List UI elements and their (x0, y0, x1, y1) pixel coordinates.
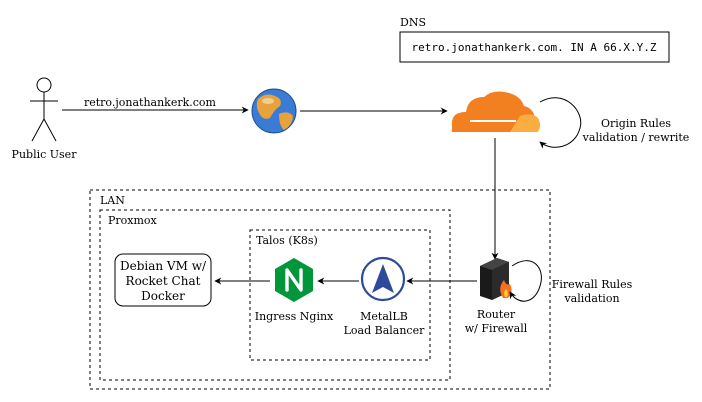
talos-container (249, 229, 431, 361)
metallb-line2: Load Balancer (344, 324, 425, 337)
metallb-line1: MetalLB (360, 310, 408, 323)
router-line1: Router (477, 308, 516, 321)
edge-firewall-loop (509, 260, 542, 302)
dns-title: DNS (400, 16, 426, 29)
lan-label: LAN (100, 194, 125, 207)
nginx-icon (275, 258, 313, 302)
proxmox-label: Proxmox (108, 214, 158, 227)
edge-origin-loop (539, 97, 582, 149)
origin-rules-line1: Origin Rules (601, 117, 671, 130)
lan-container (89, 189, 551, 390)
ingress-label: Ingress Nginx (255, 310, 334, 323)
globe-icon (251, 88, 297, 134)
url-label: retro.jonathankerk.com (84, 96, 217, 109)
talos-label: Talos (K8s) (256, 234, 318, 247)
router-line2: w/ Firewall (465, 322, 528, 335)
proxmox-container (99, 209, 451, 381)
vm-line1: Debian VM w/ (120, 259, 207, 273)
firewall-rules-line2: validation (563, 292, 619, 305)
vm-line2: Rocket Chat (126, 274, 201, 288)
public-user-label: Public User (12, 148, 78, 161)
vm-line3: Docker (141, 289, 185, 303)
origin-rules-line2: validation / rewrite (582, 131, 690, 144)
dns-record-text: retro.jonathankerk.com. IN A 66.X.Y.Z (411, 41, 656, 54)
router-icon (480, 258, 512, 300)
dns-record-box (399, 31, 670, 63)
user-icon (30, 77, 58, 142)
debian-vm-box (114, 253, 212, 307)
firewall-rules-line1: Firewall Rules (552, 278, 633, 291)
metallb-icon (360, 256, 406, 302)
cloud-icon (452, 91, 540, 132)
